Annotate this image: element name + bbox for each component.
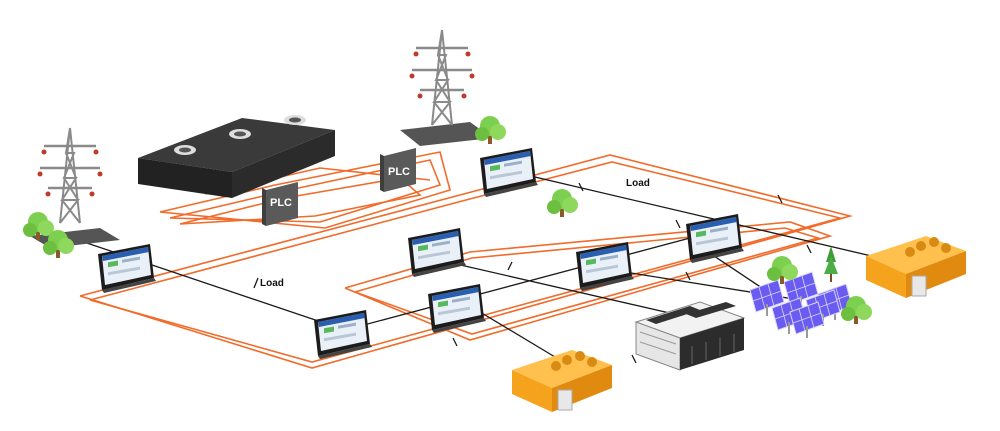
hmi-panel-icon: [428, 284, 486, 333]
hmi-panel-icon: [408, 228, 466, 277]
transmission-tower-icon: [36, 126, 104, 225]
load-label: Load: [260, 278, 284, 289]
plc-controller-icon: PLC: [262, 182, 298, 226]
datacenter-icon: [138, 115, 335, 198]
hmi-panel-icon: [314, 310, 372, 359]
tower-base-right: [400, 122, 492, 146]
tree-icon: [475, 116, 506, 144]
tree-icon: [547, 189, 578, 217]
hmi-panel-icon: [686, 214, 744, 263]
transmission-tower-icon: [408, 28, 476, 127]
plc-controller-icon: PLC: [380, 148, 416, 192]
hmi-panel-icon: [480, 148, 538, 197]
hmi-panel-icon: [576, 242, 634, 291]
hmi-panel-icon: [98, 244, 156, 293]
solar-farm: [749, 246, 872, 339]
plc-label: PLC: [388, 166, 410, 178]
pine-tree-icon: [826, 246, 836, 262]
generator-icon: [511, 349, 613, 413]
plc-label: PLC: [270, 197, 292, 209]
generator-icon: [865, 235, 967, 299]
battery-storage-icon: [634, 301, 746, 371]
load-label: Load: [626, 178, 650, 189]
